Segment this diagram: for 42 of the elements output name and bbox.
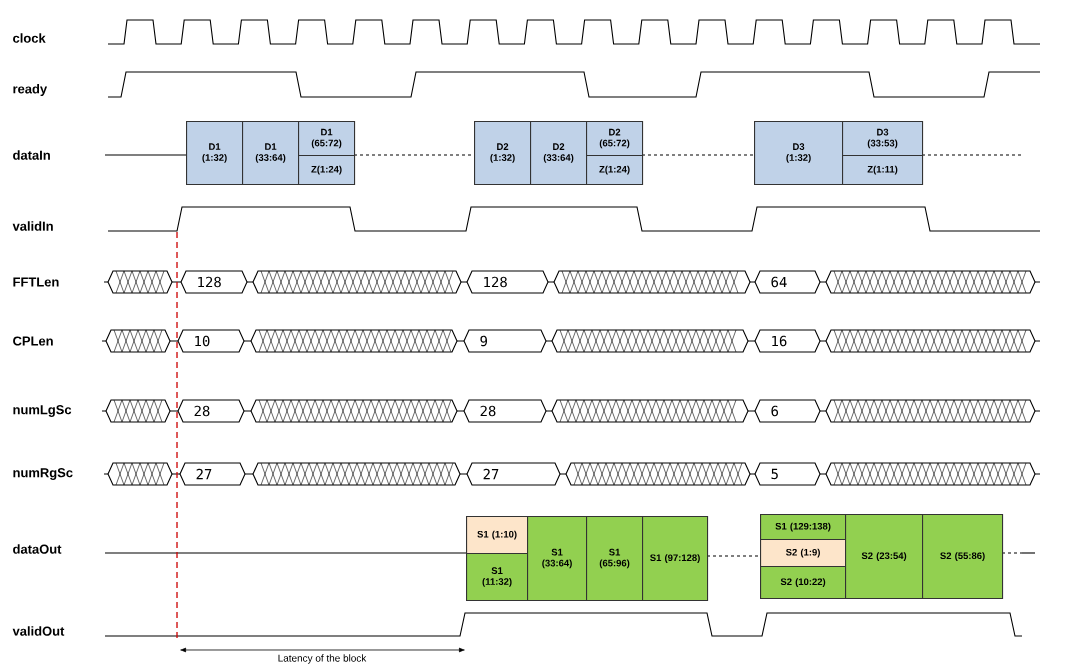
signal-name: dataOut [13,544,62,554]
signal-name: clock [13,33,46,43]
signal-name: ready [13,83,48,97]
value-segment: 28 [463,399,547,423]
value-segment: 27 [466,462,561,486]
data-cell: Z(1:11) [842,155,924,186]
value-segment: 128 [466,270,549,294]
signal-name: FFTLen [13,277,59,287]
value-segment: 16 [754,329,821,353]
signal-name: dataIn [13,150,50,160]
data-cell: D1 (1:32) [186,121,244,186]
data-cell: Z(1:24) [586,155,644,186]
data-cell: D3 (33:53) [842,121,924,157]
data-cell: S2 (1:9) [760,539,847,568]
value-segment: 128 [180,270,248,294]
dimension-label: Latency of the block [278,654,367,664]
data-cell: D3 (1:32) [754,121,844,186]
value-segment: 10 [177,329,245,353]
value-segment: 28 [177,399,245,423]
data-cell: S1 (1:10) [466,516,529,555]
data-cell: S1 (33:64) [527,516,588,602]
data-cell: S1 (11:32) [466,553,529,602]
data-cell: Z(1:24) [298,155,356,186]
data-cell: S1 (97:128) [642,516,709,602]
data-cell: D2 (1:32) [474,121,532,186]
data-cell: S2 (10:22) [760,566,847,600]
data-cell: D2 (65:72) [586,121,644,157]
value-segment: 5 [754,462,821,486]
value-segment: 64 [754,270,821,294]
value-segment: 6 [754,399,821,423]
data-cell: S1 (129:138) [760,514,847,541]
data-cell: S2 (55:86) [922,514,1004,600]
data-cell: S2 (23:54) [845,514,924,600]
data-cell: S1 (65:96) [586,516,644,602]
data-cell: D1 (65:72) [298,121,356,157]
signal-name: numRgSc [13,468,73,480]
signal-name: validOut [12,626,65,636]
signal-name: validIn [12,221,53,231]
signal-name: numLgSc [13,405,72,417]
value-segment: 9 [463,329,547,353]
value-segment: 27 [179,462,246,486]
signal-name: CPLen [13,336,53,346]
